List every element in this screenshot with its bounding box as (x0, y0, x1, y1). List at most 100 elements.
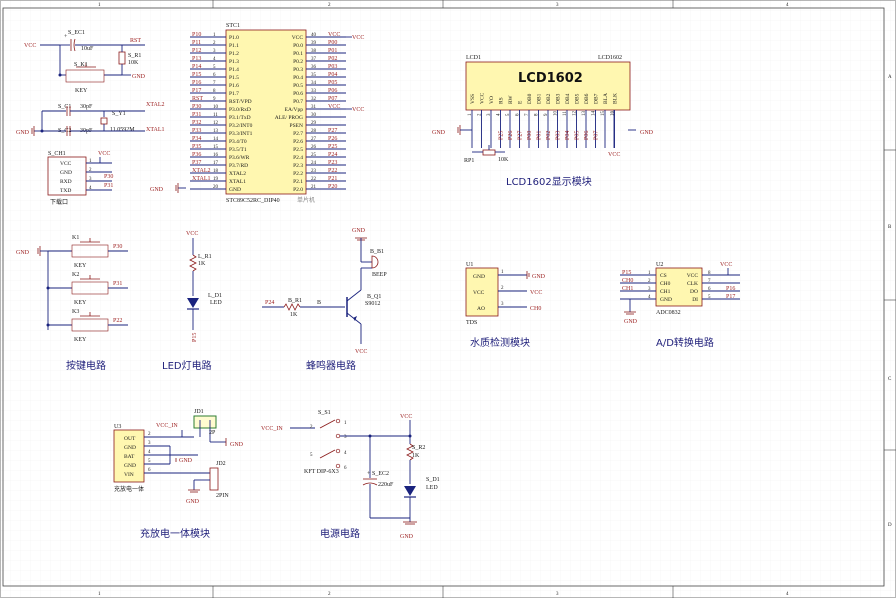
mcu-pin-name: P0.0 (293, 43, 303, 49)
power-switch[interactable] (319, 418, 341, 469)
mcu-pin-name: P0.6 (293, 91, 303, 97)
mcu-pin-name: P2.1 (293, 179, 303, 185)
svg-text:2: 2 (148, 432, 151, 437)
caption-buzzer: 蜂鸣器电路 (306, 359, 356, 372)
charger-pin: BAT (124, 454, 135, 460)
mcu-net-label: P30 (192, 104, 201, 110)
mcu-pin-name: P0.5 (293, 83, 303, 89)
svg-text:4: 4 (89, 186, 92, 191)
svg-text:3: 3 (344, 435, 347, 440)
lcd-pin-number: 15 (601, 111, 606, 117)
mcu-net-label: P01 (328, 48, 337, 54)
tds-pin: AO (477, 306, 485, 312)
lcd-pin-number: 16 (611, 111, 616, 117)
mcu-pin-name: P1.7 (229, 91, 239, 97)
mcu-ref: STC1 (226, 23, 240, 29)
download-ref: S_CH1 (48, 151, 66, 157)
frame-side-letter: D (888, 523, 892, 528)
svg-text:+: + (367, 471, 371, 477)
mcu-pin-number: 30 (311, 113, 317, 118)
mcu-pin-number: 33 (311, 89, 317, 94)
adc-net-label: P16 (726, 286, 735, 292)
lcd-net-label: P03 (556, 131, 562, 140)
mcu-pin-number: 34 (311, 81, 317, 86)
led-res-ref: L_R1 (198, 254, 212, 260)
mcu-net-label: P04 (328, 72, 337, 78)
download-pin: TXD (60, 188, 71, 194)
led-ref: L_D1 (208, 293, 222, 299)
caption-lcd-module: LCD1602显示模块 (506, 176, 592, 188)
jd2-connector (209, 467, 219, 491)
mcu-net-label: P10 (192, 32, 201, 38)
charger-pin: GND (124, 463, 136, 469)
adc-net-label: CH1 (622, 286, 633, 292)
frame-top-number: 4 (786, 3, 789, 8)
jd1-ref: JD1 (194, 409, 204, 415)
mcu-pin-number: 23 (311, 169, 317, 174)
buzzer-circuit: GND B_B1 BEEP P24 B_R1 1K B B_Q1 S9012 V… (262, 228, 387, 355)
mcu-net-label: P03 (328, 64, 337, 70)
mcu-pin-number: 31 (311, 105, 317, 110)
reset-cap-ref: S_EC1 (68, 30, 85, 36)
buzzer-ref: B_B1 (370, 249, 384, 255)
lcd-pin-name: RS (499, 97, 505, 104)
mcu-pin-number: 38 (311, 49, 317, 54)
lcd-pin-name: DB6 (584, 93, 590, 104)
mcu-pin-name: P3.7/RD (229, 163, 248, 169)
lcd-pin-number: 13 (582, 111, 587, 117)
adc-pin-number: 3 (648, 287, 651, 292)
mcu-net-label: P22 (328, 168, 337, 174)
mcu-net-label: P16 (192, 80, 201, 86)
jd2-ref: JD2 (216, 461, 226, 467)
mcu-net-label: P13 (192, 56, 201, 62)
adc-pin-name: CLK (687, 281, 698, 287)
svg-text:1: 1 (89, 159, 92, 164)
mcu-pin-number: 17 (213, 161, 219, 166)
gnd-label: GND (132, 74, 146, 80)
mcu-pin-number: 16 (213, 153, 219, 158)
mcu-pin-name: P3.2/INT0 (229, 123, 253, 129)
download-port: S_CH1 VCC GND RXD TXD 1 2 3 4 VCC P30 P3… (47, 151, 113, 206)
svg-text:3: 3 (501, 302, 504, 307)
mcu-pin-number: 22 (311, 177, 317, 182)
adc-pin-name: VCC (687, 273, 699, 279)
adc-pin-name: CH1 (660, 289, 671, 295)
mcu-pin-name: ALE/ PROG (275, 115, 303, 121)
reset-circuit: VCC S_EC1 10uF + RST S_R1 10K GND S_K1 K… (24, 30, 146, 94)
gnd-label: GND (352, 228, 366, 234)
switch-ref: S_S1 (318, 410, 331, 416)
adc-pin-number: 6 (708, 287, 711, 292)
svg-text:5: 5 (148, 459, 151, 464)
lcd-pin-number: 9 (544, 113, 549, 116)
mcu-pin-number: 7 (213, 81, 216, 86)
mcu-pin-name: P1.1 (229, 43, 239, 49)
charger-ref: U3 (114, 424, 121, 430)
download-pin: VCC (60, 161, 72, 167)
tds-pin: GND (473, 274, 485, 280)
mcu-pin-number: 29 (311, 121, 317, 126)
charger-pin: VIN (124, 472, 134, 478)
mcu-pin-name: P3.5/T1 (229, 147, 247, 153)
key-value: KEY (74, 337, 87, 343)
mcu-net-label: P24 (328, 152, 337, 158)
jd2-value: 2PIN (216, 493, 229, 499)
charger-body (113, 429, 145, 483)
mcu-net-label: P11 (192, 40, 201, 46)
mcu-net-label: P37 (192, 160, 201, 166)
mcu-pin-name: P2.7 (293, 131, 303, 137)
led-diode-icon (187, 298, 199, 308)
adc-pin-name: CS (660, 273, 667, 279)
mcu-pin-number: 37 (311, 57, 317, 62)
mcu-net-label: P34 (192, 136, 201, 142)
net-label-vcc-in: VCC_IN (261, 426, 283, 432)
adc-net-label: CH0 (622, 278, 633, 284)
mcu-pin-name: P1.3 (229, 59, 239, 65)
lcd-net-label: P26 (508, 131, 514, 140)
lcd-net-label: P07 (594, 131, 600, 140)
mcu-pin-name: XTAL2 (229, 171, 246, 177)
svg-text:3: 3 (148, 441, 151, 446)
mcu-pin-name: P0.1 (293, 51, 303, 57)
mcu-pin-number: 6 (213, 73, 216, 78)
led-value: LED (210, 300, 222, 306)
